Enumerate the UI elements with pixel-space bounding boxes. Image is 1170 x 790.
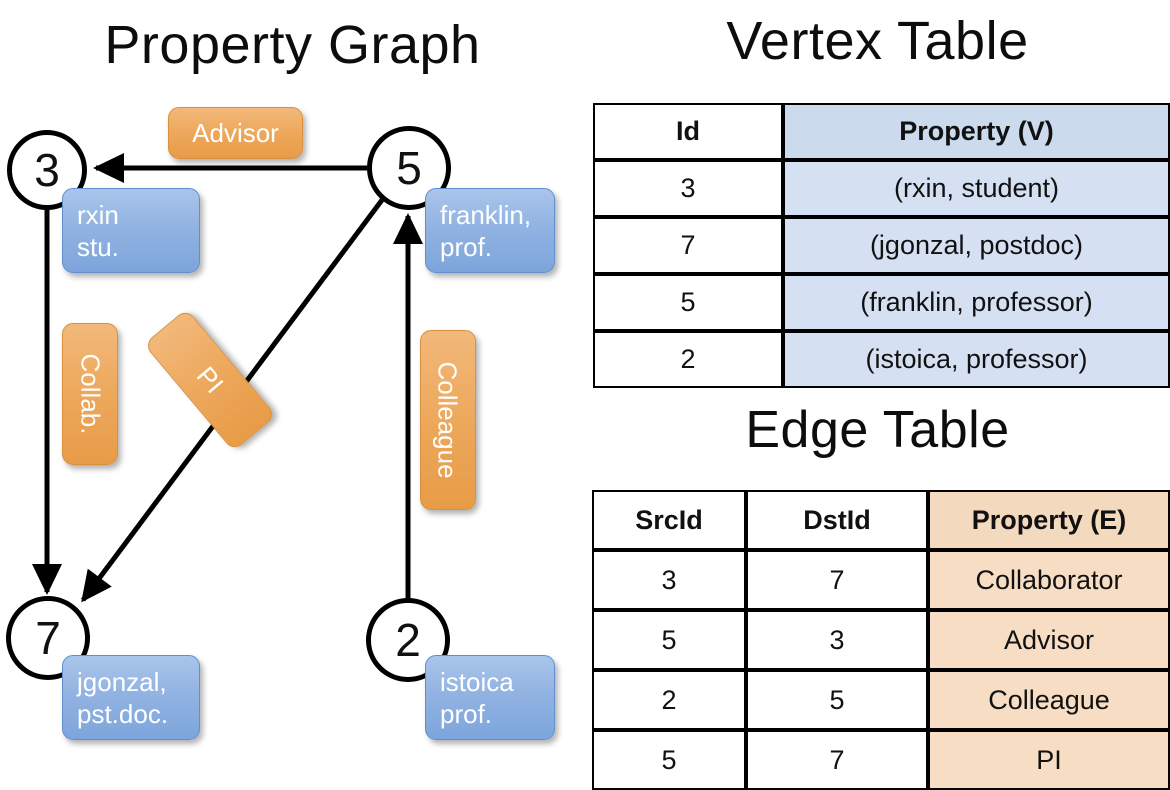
vertex-property-box-3-line1: rxin bbox=[77, 200, 119, 230]
vertex-property-box-2[interactable]: istoica prof. bbox=[425, 655, 555, 740]
edge-property-box-collab-label: Collab. bbox=[75, 353, 105, 435]
edge-row-0-property: Collaborator bbox=[928, 550, 1170, 610]
edge-row-2-property: Colleague bbox=[928, 670, 1170, 730]
vertex-property-box-2-line1: istoica bbox=[440, 667, 514, 697]
edge-table-header-row: SrcId DstId Property (E) bbox=[592, 490, 1170, 550]
vertex-property-box-5[interactable]: franklin, prof. bbox=[425, 188, 555, 273]
edge-property-box-colleague[interactable]: Colleague bbox=[420, 330, 476, 510]
graph-node-3-label: 3 bbox=[34, 144, 60, 196]
table-row[interactable]: 5 (franklin, professor) bbox=[593, 274, 1170, 331]
edge-row-0-dst: 7 bbox=[746, 550, 928, 610]
vertex-row-1-id: 7 bbox=[593, 217, 783, 274]
edge-row-3-dst: 7 bbox=[746, 730, 928, 790]
table-row[interactable]: 5 7 PI bbox=[592, 730, 1170, 790]
vertex-property-box-5-line1: franklin, bbox=[440, 200, 532, 230]
edge-property-box-advisor-label: Advisor bbox=[192, 118, 279, 148]
vertex-table-header-id: Id bbox=[593, 103, 783, 160]
vertex-row-0-property: (rxin, student) bbox=[783, 160, 1170, 217]
vertex-row-2-id: 5 bbox=[593, 274, 783, 331]
vertex-property-box-7-line2: pst.doc. bbox=[77, 699, 169, 729]
table-row[interactable]: 5 3 Advisor bbox=[592, 610, 1170, 670]
edge-property-box-advisor[interactable]: Advisor bbox=[168, 107, 303, 159]
edge-table: SrcId DstId Property (E) 3 7 Collaborato… bbox=[592, 490, 1170, 790]
vertex-row-3-property: (istoica, professor) bbox=[783, 331, 1170, 388]
vertex-property-box-7-line1: jgonzal, bbox=[77, 667, 167, 697]
graph-node-2[interactable]: 2 bbox=[366, 598, 450, 682]
vertex-property-box-7[interactable]: jgonzal, pst.doc. bbox=[62, 655, 200, 740]
graph-node-7-label: 7 bbox=[35, 612, 61, 664]
edge-row-3-property: PI bbox=[928, 730, 1170, 790]
page-title-edge-table: Edge Table bbox=[745, 401, 1010, 459]
edge-row-2-src: 2 bbox=[592, 670, 746, 730]
vertex-property-box-3-line2: stu. bbox=[77, 232, 119, 262]
table-row[interactable]: 2 5 Colleague bbox=[592, 670, 1170, 730]
vertex-row-0-id: 3 bbox=[593, 160, 783, 217]
edge-row-2-dst: 5 bbox=[746, 670, 928, 730]
edge-table-header-property: Property (E) bbox=[928, 490, 1170, 550]
edge-table-header-srcid: SrcId bbox=[592, 490, 746, 550]
edge-property-box-pi-label: PI bbox=[190, 360, 230, 400]
page-title-property-graph: Property Graph bbox=[104, 15, 481, 75]
vertex-property-box-3[interactable]: rxin stu. bbox=[62, 188, 200, 273]
edge-row-3-src: 5 bbox=[592, 730, 746, 790]
edge-row-0-src: 3 bbox=[592, 550, 746, 610]
edge-row-1-src: 5 bbox=[592, 610, 746, 670]
vertex-row-3-id: 2 bbox=[593, 331, 783, 388]
vertex-table-header-property: Property (V) bbox=[783, 103, 1170, 160]
edge-row-1-dst: 3 bbox=[746, 610, 928, 670]
table-row[interactable]: 2 (istoica, professor) bbox=[593, 331, 1170, 388]
edge-table-header-dstid: DstId bbox=[746, 490, 928, 550]
vertex-row-1-property: (jgonzal, postdoc) bbox=[783, 217, 1170, 274]
graph-node-5[interactable]: 5 bbox=[367, 126, 451, 210]
table-row[interactable]: 3 (rxin, student) bbox=[593, 160, 1170, 217]
vertex-row-2-property: (franklin, professor) bbox=[783, 274, 1170, 331]
edge-property-box-collab[interactable]: Collab. bbox=[62, 323, 118, 465]
graph-node-5-label: 5 bbox=[396, 142, 422, 194]
vertex-property-box-2-line2: prof. bbox=[440, 699, 493, 729]
vertex-table: Id Property (V) 3 (rxin, student) 7 (jgo… bbox=[593, 103, 1170, 388]
graph-node-2-label: 2 bbox=[395, 614, 421, 666]
page-title-vertex-table: Vertex Table bbox=[726, 11, 1029, 71]
table-row[interactable]: 7 (jgonzal, postdoc) bbox=[593, 217, 1170, 274]
edge-row-1-property: Advisor bbox=[928, 610, 1170, 670]
edge-property-box-colleague-label: Colleague bbox=[433, 361, 463, 479]
vertex-property-box-5-line2: prof. bbox=[440, 232, 493, 262]
table-row[interactable]: 3 7 Collaborator bbox=[592, 550, 1170, 610]
vertex-table-header-row: Id Property (V) bbox=[593, 103, 1170, 160]
property-graph-diagram: 3 5 7 2 rxin stu. franklin, prof. jgonza… bbox=[0, 0, 585, 760]
